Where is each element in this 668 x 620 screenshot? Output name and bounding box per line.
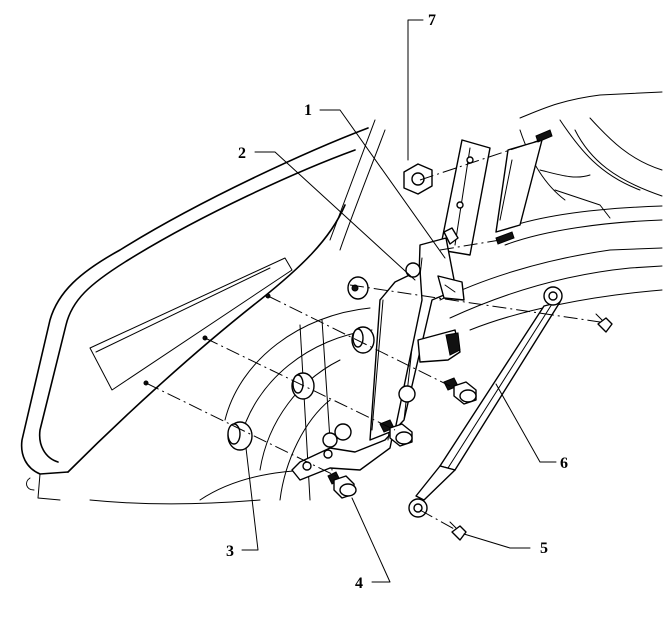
gas-strut-item-6 bbox=[408, 286, 563, 518]
bolts bbox=[327, 377, 477, 499]
bolt-right bbox=[443, 377, 477, 405]
callout-2: 2 bbox=[238, 145, 246, 162]
callout-4: 4 bbox=[355, 575, 363, 592]
fender-panel bbox=[20, 119, 386, 501]
callout-7: 7 bbox=[428, 12, 436, 29]
clips-item-5 bbox=[449, 313, 613, 541]
callout-3: 3 bbox=[226, 543, 234, 560]
hinge-bracket bbox=[439, 139, 543, 256]
callouts: 7 1 2 3 4 5 6 bbox=[226, 12, 568, 592]
body-structure bbox=[499, 91, 663, 246]
nut-item-7 bbox=[403, 163, 433, 195]
callout-1: 1 bbox=[304, 102, 312, 119]
callout-5: 5 bbox=[540, 540, 548, 557]
studs bbox=[495, 129, 553, 245]
callout-6: 6 bbox=[560, 455, 568, 472]
leader-lines bbox=[241, 19, 557, 583]
grommets bbox=[143, 276, 375, 451]
bolt-item-4 bbox=[327, 471, 357, 499]
hinge-arm bbox=[291, 227, 465, 481]
assembly-lines bbox=[145, 139, 601, 531]
